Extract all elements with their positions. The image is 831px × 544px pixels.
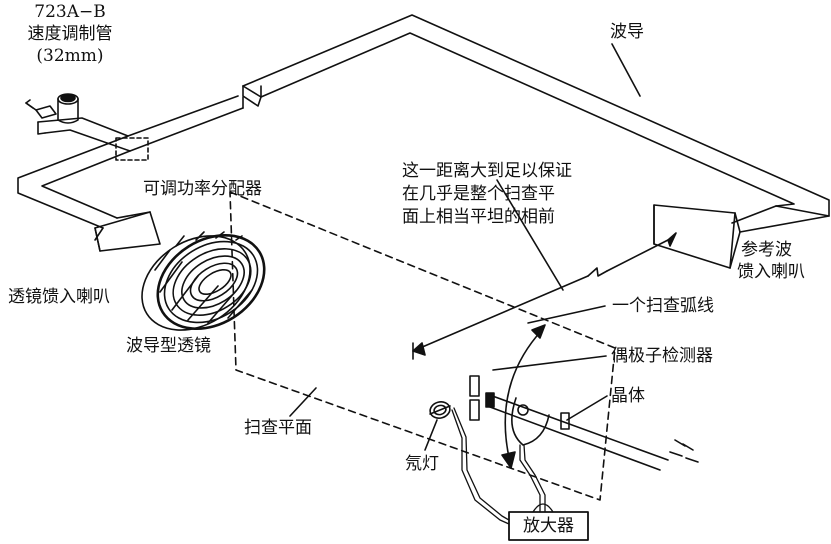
neon-lamp	[429, 401, 451, 419]
scan-plane-label: 扫查平面	[244, 418, 312, 438]
amplifier-cables	[451, 407, 554, 525]
klystron-label-1: 723A−B	[34, 2, 106, 22]
scan-arc	[501, 324, 546, 469]
distance-label-2: 在几乎是整个扫查平	[402, 184, 555, 204]
scan-arc-leader	[527, 305, 606, 324]
waveguide	[242, 14, 830, 233]
waveguide-lens	[141, 231, 266, 331]
lens-label: 波导型透镜	[126, 336, 211, 356]
scan-arc-label: 一个扫查弧线	[612, 296, 714, 316]
waveguide-leader	[611, 43, 641, 97]
crystal-label: 晶体	[611, 386, 645, 406]
klystron	[25, 93, 79, 124]
waveguide-left	[17, 95, 244, 241]
dipole-leader	[492, 355, 607, 371]
waveguide-label: 波导	[610, 22, 644, 42]
lens-horn-label: 透镜馈入喇叭	[8, 287, 110, 307]
dipole-element-lower	[469, 399, 480, 421]
amplifier-label: 放大器	[523, 516, 574, 536]
reference-horn-label-1: 参考波	[741, 240, 792, 260]
distance-arrow	[412, 179, 677, 360]
neon-leader	[424, 419, 438, 451]
dipole-label: 偶极子检测器	[611, 346, 713, 366]
crystal-leader	[566, 395, 608, 421]
crystal	[560, 412, 570, 430]
power-divider-box	[115, 137, 149, 161]
reference-feed-horn	[653, 204, 741, 269]
distance-label-1: 这一距离大到足以保证	[402, 161, 572, 181]
lens-feed-horn	[94, 211, 161, 252]
probe-arm	[469, 375, 699, 471]
amplifier-box	[508, 511, 589, 541]
dipole-element-upper	[469, 375, 480, 397]
scan-plane	[229, 191, 616, 501]
power-divider-label: 可调功率分配器	[143, 179, 262, 199]
klystron-label-3: (32mm)	[36, 46, 104, 66]
klystron-label-2: 速度调制管	[27, 24, 113, 44]
scan-plane-leader	[289, 387, 317, 417]
reference-horn-label-2: 馈入喇叭	[737, 262, 805, 282]
neon-lamp-label: 氖灯	[405, 454, 439, 474]
distance-label-3: 面上相当平坦的相前	[402, 207, 555, 227]
